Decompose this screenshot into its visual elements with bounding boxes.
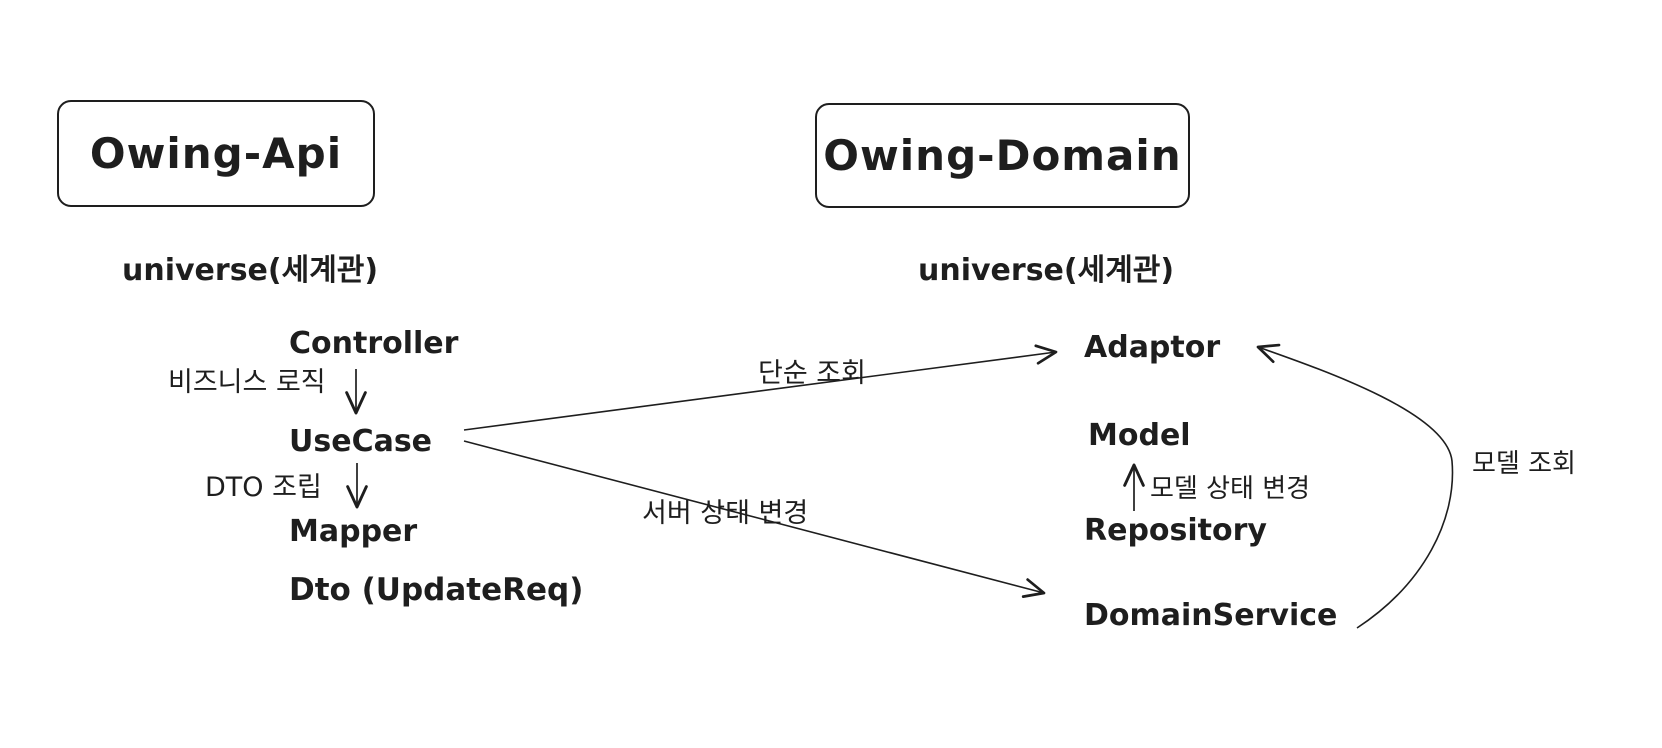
adaptor-node: Adaptor	[1084, 330, 1221, 365]
domain-service-node: DomainService	[1084, 598, 1338, 633]
repository-node: Repository	[1084, 513, 1267, 548]
controller-node: Controller	[289, 326, 459, 361]
domain-universe-label: universe(세계관)	[918, 253, 1175, 288]
arrow-usecase-to-domainservice	[463, 440, 1046, 599]
owing-api-box: Owing-Api	[57, 100, 375, 207]
business-logic-label: 비즈니스 로직	[168, 367, 326, 398]
owing-domain-box: Owing-Domain	[815, 103, 1190, 208]
server-state-change-label: 서버 상태 변경	[642, 498, 809, 529]
dto-node: Dto (UpdateReq)	[289, 572, 584, 608]
dto-assembly-label: DTO 조립	[205, 472, 322, 503]
mapper-node: Mapper	[289, 514, 418, 549]
api-universe-label: universe(세계관)	[122, 253, 379, 288]
arrow-domainservice-to-adaptor	[1256, 343, 1454, 629]
model-query-label: 모델 조회	[1472, 449, 1576, 479]
model-node: Model	[1088, 418, 1191, 453]
owing-domain-title: Owing-Domain	[823, 131, 1182, 180]
owing-api-title: Owing-Api	[89, 129, 343, 178]
arrow-usecase-to-adaptor	[463, 344, 1058, 431]
model-state-change-label: 모델 상태 변경	[1150, 474, 1311, 504]
usecase-node: UseCase	[289, 424, 433, 459]
simple-query-label: 단순 조회	[758, 358, 866, 389]
